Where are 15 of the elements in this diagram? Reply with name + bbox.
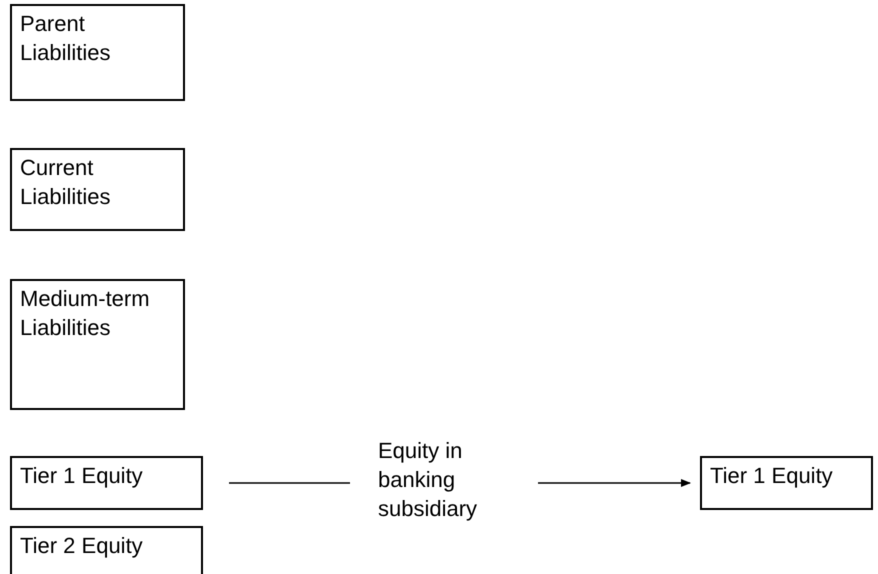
process-box (10, 526, 203, 574)
process-box (10, 279, 185, 410)
process-box (700, 456, 873, 510)
box-label: Tier 2 Equity (20, 532, 144, 560)
box-label: Parent Liabilities (20, 10, 112, 67)
process-box (10, 4, 185, 101)
box-label: Tier 1 Equity (20, 462, 144, 490)
process-box (10, 456, 203, 510)
connector-line (229, 482, 350, 484)
box-label: Tier 1 Equity (710, 462, 834, 490)
box-label: Current Liabilities (20, 154, 112, 211)
node-label: Equity in banking subsidiary (378, 436, 498, 520)
box-label: Medium-term Liabilities (20, 285, 151, 342)
process-box (10, 148, 185, 231)
arrow (538, 479, 691, 487)
